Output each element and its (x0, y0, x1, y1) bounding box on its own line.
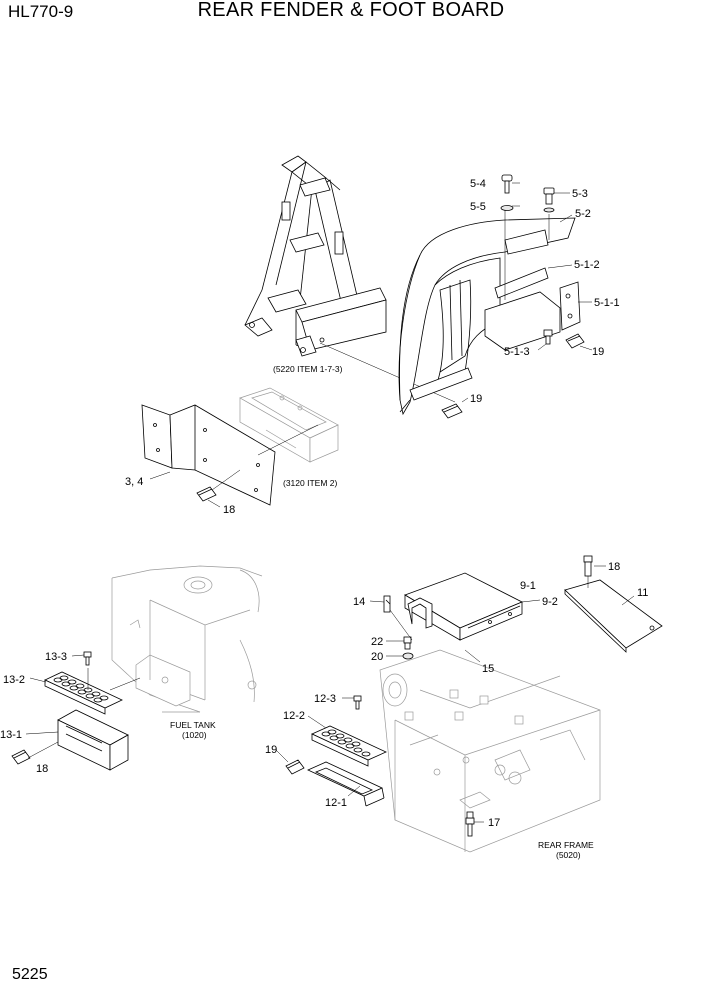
fuel-tank-code: (1020) (182, 730, 207, 740)
nut-20 (402, 652, 414, 660)
callout-5-1-2: 5-1-2 (574, 259, 600, 271)
step-plate-13-2 (44, 671, 123, 715)
callout-19-upper: 19 (592, 346, 604, 358)
tool-box-cover-9-1 (404, 572, 523, 641)
bolt-19-step (285, 759, 305, 775)
washer-5-5 (500, 205, 514, 211)
fuel-tank-outline (111, 565, 263, 713)
bolt-5-3 (543, 187, 555, 213)
callout-13-2: 13-2 (3, 674, 25, 686)
callout-19-step: 19 (265, 744, 277, 756)
callout-5-1-3: 5-1-3 (504, 346, 530, 358)
bolt-19-upper (565, 333, 585, 349)
callout-12-3: 12-3 (314, 693, 336, 705)
fuel-tank-label: FUEL TANK (170, 720, 216, 730)
callout-18-step: 18 (36, 763, 48, 775)
page-title: REAR FENDER & FOOT BOARD (197, 0, 505, 21)
bolt-13-3 (83, 651, 92, 666)
callout-14: 14 (353, 596, 365, 608)
bolt-5-4 (501, 174, 513, 194)
callout-12-1: 12-1 (325, 797, 347, 809)
bolt-18-step (11, 749, 31, 765)
callout-18-upper: 18 (608, 561, 620, 573)
callout-5-5: 5-5 (470, 201, 486, 213)
callout-5-2: 5-2 (575, 208, 591, 220)
rear-fender (398, 210, 581, 416)
bolt-19-fender (441, 403, 463, 419)
bolt-22 (403, 636, 412, 650)
callout-13-1: 13-1 (0, 729, 22, 741)
step-plate-12-2 (311, 725, 387, 767)
page-number: 5225 (12, 966, 48, 983)
callout-13-3: 13-3 (45, 651, 67, 663)
bolt-18-mount (196, 486, 217, 502)
bolt-5-1-3 (543, 329, 553, 345)
callout-22: 22 (371, 636, 383, 648)
callout-5-1-1: 5-1-1 (594, 297, 620, 309)
rear-frame-outline (379, 649, 601, 853)
callout-9-1: 9-1 (520, 580, 536, 592)
model-code: HL770-9 (8, 2, 74, 21)
callout-12-2: 12-2 (283, 710, 305, 722)
mount-plate-3-4 (141, 404, 276, 506)
step-bracket-13-1 (57, 709, 129, 771)
callout-19-fender: 19 (470, 393, 482, 405)
callout-5-4: 5-4 (470, 178, 486, 190)
rear-frame-label: REAR FRAME (538, 840, 594, 850)
latch-14 (383, 595, 391, 613)
rear-frame-code: (5020) (556, 850, 581, 860)
callout-20: 20 (371, 651, 383, 663)
ladder-assembly (244, 155, 456, 403)
bracket-3120-item-2 (239, 387, 339, 463)
callout-17: 17 (488, 817, 500, 829)
bracket-reference: (3120 ITEM 2) (283, 478, 337, 488)
bolt-12-3 (353, 695, 362, 710)
callout-11: 11 (637, 587, 648, 599)
callout-3-4: 3, 4 (125, 476, 143, 488)
bolt-18-upper (583, 555, 593, 577)
callout-15: 15 (482, 663, 494, 675)
callout-18-mount: 18 (223, 504, 235, 516)
bolt-17 (465, 811, 475, 837)
callout-5-3: 5-3 (572, 188, 588, 200)
cover-plate-11 (564, 579, 663, 653)
callout-9-2: 9-2 (542, 596, 558, 608)
ladder-reference: (5220 ITEM 1-7-3) (273, 364, 343, 374)
